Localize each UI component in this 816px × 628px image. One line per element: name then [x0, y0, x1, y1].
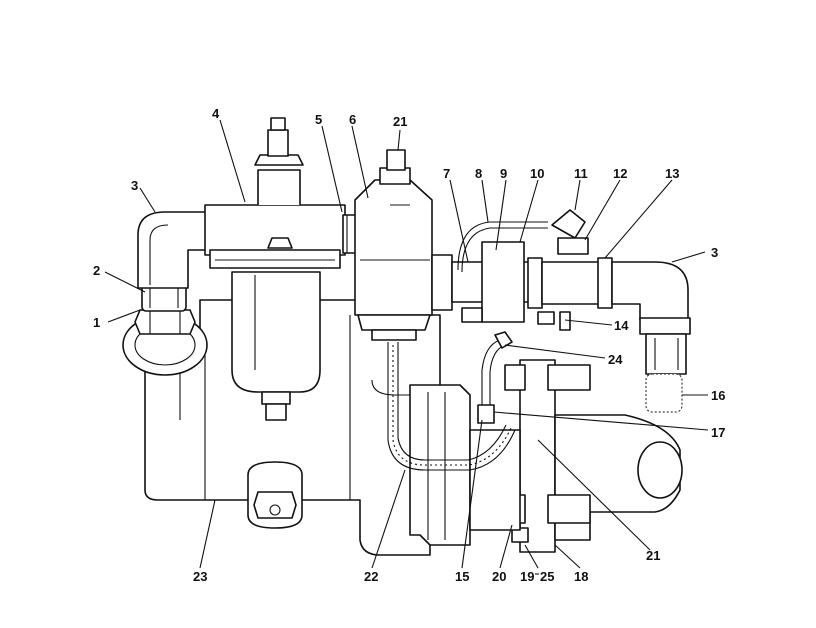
mounting-plate — [504, 359, 683, 553]
filter-bowl — [231, 271, 321, 421]
callout-12: 12 — [613, 166, 627, 181]
callout-labels: 1 2 3 3 4 5 6 7 8 9 10 11 12 13 14 15 16… — [93, 106, 725, 584]
callout-10: 10 — [530, 166, 544, 181]
callout-16: 16 — [711, 388, 725, 403]
callout-21-top: 21 — [393, 114, 407, 129]
callout-4: 4 — [212, 106, 220, 121]
left-fitting-nut — [134, 309, 196, 335]
callout-3-left: 3 — [131, 178, 138, 193]
callout-20: 20 — [492, 569, 506, 584]
left-sleeve — [141, 284, 187, 312]
fuel-return-line — [387, 342, 516, 471]
callout-24: 24 — [608, 352, 623, 367]
callout-15: 15 — [455, 569, 469, 584]
callout-3-right: 3 — [711, 245, 718, 260]
callout-2: 2 — [93, 263, 100, 278]
callout-22: 22 — [364, 569, 378, 584]
filter-head — [204, 117, 346, 269]
callout-19: 19 — [520, 569, 534, 584]
callout-7: 7 — [443, 166, 450, 181]
callout-1: 1 — [93, 315, 100, 330]
callout-9: 9 — [500, 166, 507, 181]
callout-11: 11 — [574, 166, 588, 181]
leader-lines — [104, 119, 709, 569]
engine-block — [144, 299, 441, 556]
callout-13: 13 — [665, 166, 679, 181]
transfer-pump — [354, 149, 433, 341]
right-elbow-filter — [639, 317, 691, 413]
fuel-line-assembly — [431, 209, 689, 331]
callout-21-bottom: 21 — [646, 548, 660, 563]
callout-23: 23 — [193, 569, 207, 584]
callout-14: 14 — [614, 318, 629, 333]
bleed-line — [477, 331, 513, 424]
drain-plug — [247, 461, 303, 529]
callout-25: 25 — [540, 569, 554, 584]
left-elbow — [137, 211, 213, 289]
callout-5: 5 — [315, 112, 322, 127]
callout-8: 8 — [475, 166, 482, 181]
callout-17: 17 — [711, 425, 725, 440]
callout-18: 18 — [574, 569, 588, 584]
callout-6: 6 — [349, 112, 356, 127]
